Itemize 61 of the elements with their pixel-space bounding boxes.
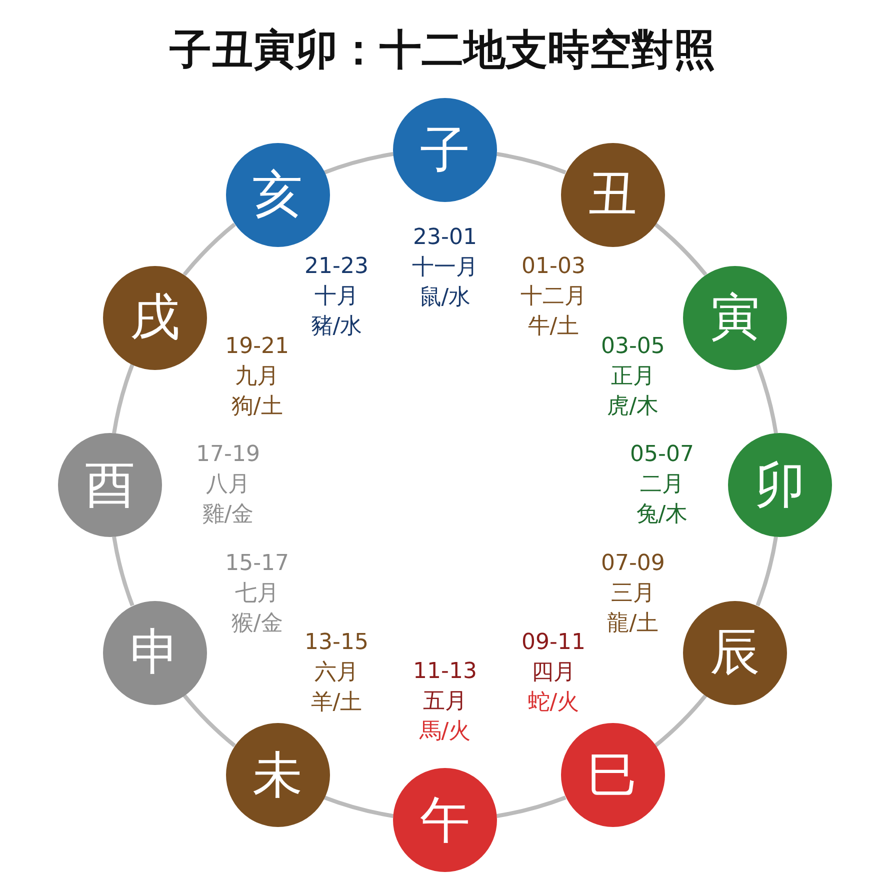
time-range: 07-09 bbox=[600, 550, 665, 578]
ring-arc bbox=[756, 536, 778, 606]
ring-arc bbox=[756, 364, 778, 434]
ring-arc bbox=[654, 694, 708, 748]
ring-arc bbox=[324, 796, 394, 818]
month-label: 十二月 bbox=[520, 283, 586, 312]
branch-circle: 子 bbox=[393, 98, 497, 202]
animal-element-label: 虎/木 bbox=[607, 392, 659, 420]
animal-element-label: 馬/火 bbox=[419, 718, 471, 746]
title: 子丑寅卯：十二地支時空對照 bbox=[168, 24, 716, 76]
animal-element-label: 狗/土 bbox=[231, 392, 283, 420]
time-range: 01-03 bbox=[522, 253, 586, 282]
month-label: 四月 bbox=[532, 658, 576, 687]
animal-element-label: 鼠/水 bbox=[419, 284, 471, 312]
ring-arc bbox=[496, 152, 566, 174]
time-range: 17-19 bbox=[196, 441, 260, 469]
month-label: 十一月 bbox=[412, 254, 478, 282]
month-label: 九月 bbox=[235, 362, 280, 390]
branch-circle: 辰 bbox=[683, 600, 788, 704]
ring-arc bbox=[324, 152, 394, 174]
ring-arc bbox=[496, 796, 566, 818]
animal-element-label: 龍/土 bbox=[607, 610, 659, 638]
ring-arc bbox=[112, 364, 134, 434]
animal-element-label: 豬/水 bbox=[310, 313, 362, 342]
branch-circle: 卯 bbox=[728, 433, 832, 537]
branch-circle: 巳 bbox=[560, 723, 664, 828]
animal-element-label: 蛇/火 bbox=[528, 688, 580, 717]
animal-element-label: 兔/木 bbox=[636, 501, 688, 529]
time-range: 09-11 bbox=[522, 628, 586, 657]
month-label: 十月 bbox=[314, 283, 358, 312]
branch-circle: 寅 bbox=[683, 266, 788, 370]
month-label: 八月 bbox=[206, 471, 250, 499]
branch-circle: 丑 bbox=[560, 142, 664, 247]
time-range: 21-23 bbox=[304, 253, 368, 282]
animal-element-label: 羊/土 bbox=[310, 688, 362, 717]
time-range: 03-05 bbox=[600, 332, 665, 360]
month-label: 五月 bbox=[423, 688, 467, 716]
time-range: 11-13 bbox=[413, 658, 477, 686]
ring-arc bbox=[112, 536, 134, 606]
branch-circle: 未 bbox=[226, 723, 330, 828]
month-label: 二月 bbox=[640, 471, 684, 499]
animal-element-label: 牛/土 bbox=[528, 313, 580, 342]
time-range: 13-15 bbox=[304, 628, 368, 657]
animal-element-label: 雞/金 bbox=[202, 501, 254, 529]
animal-element-label: 猴/金 bbox=[231, 610, 283, 638]
month-label: 六月 bbox=[314, 658, 358, 687]
time-range: 05-07 bbox=[630, 441, 694, 469]
ring-arc bbox=[182, 222, 236, 276]
time-range: 15-17 bbox=[225, 550, 290, 578]
ring-arc bbox=[654, 222, 708, 276]
month-label: 三月 bbox=[610, 580, 655, 608]
time-range: 19-21 bbox=[225, 332, 290, 360]
month-label: 七月 bbox=[235, 580, 280, 608]
ring-arc bbox=[182, 694, 236, 748]
time-range: 23-01 bbox=[413, 224, 477, 252]
branch-circle: 戌 bbox=[102, 266, 207, 370]
branch-circle: 午 bbox=[393, 768, 497, 872]
branch-circle: 亥 bbox=[226, 142, 330, 247]
branch-circle: 申 bbox=[102, 600, 207, 704]
branch-circle: 酉 bbox=[58, 433, 162, 537]
month-label: 正月 bbox=[610, 362, 655, 390]
